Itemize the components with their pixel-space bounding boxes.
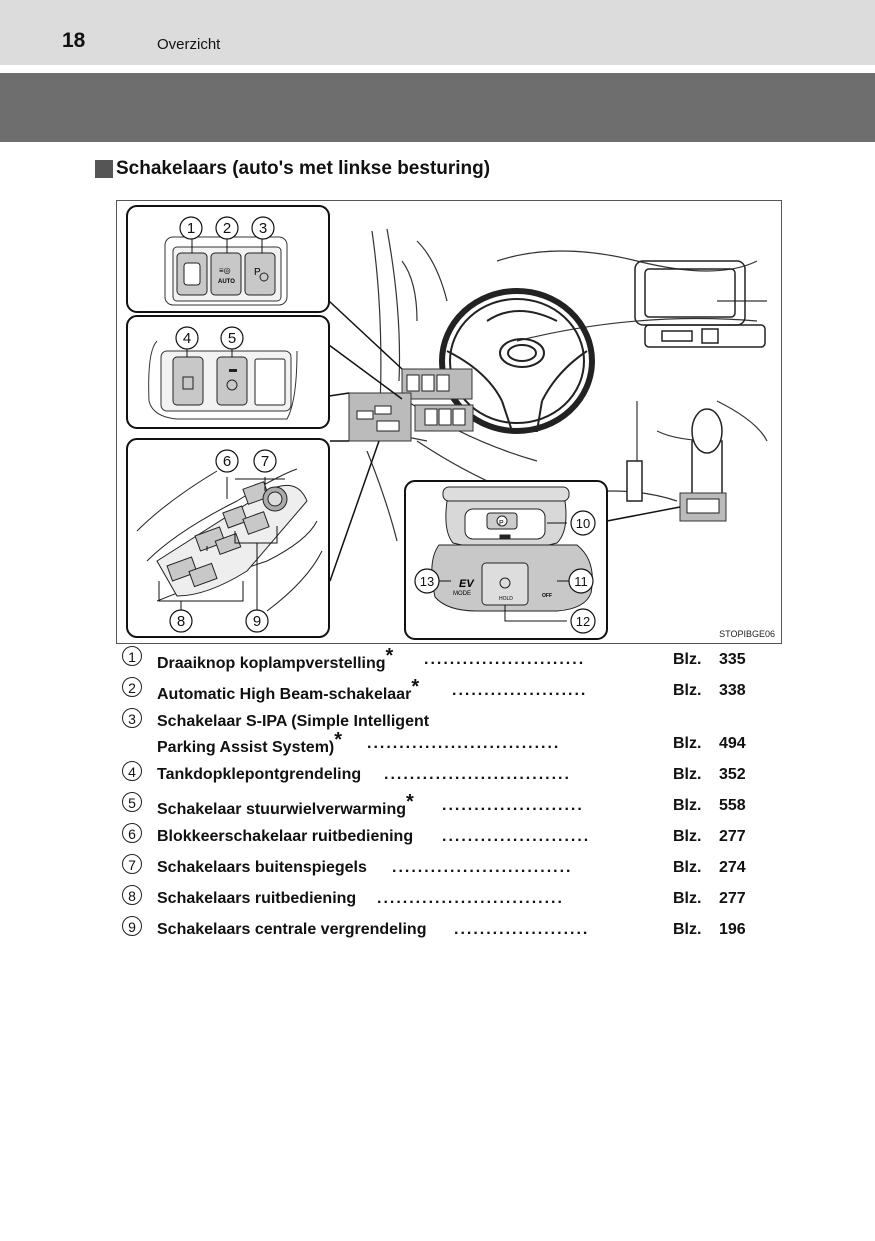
asterisk: * [411,676,420,698]
item-label: Schakelaar stuurwielverwarming [157,801,406,818]
page-ref-number: 338 [719,682,746,699]
panel2-switches [148,340,298,420]
center-display [634,260,766,348]
item-number: 5 [122,792,142,812]
header-bar [0,0,875,65]
figure-code: STOPIBGE06 [719,629,775,639]
page-ref-label: Blz. [673,890,702,907]
panel3-leader-lines [158,477,285,611]
lower-switch-group [424,408,466,426]
page-ref-label: Blz. [673,735,702,752]
heading-text: Schakelaars (auto's met linkse besturing… [116,158,491,179]
callout-circles [169,216,596,634]
item-number: 6 [122,823,142,843]
dash-switch-group [406,374,450,392]
page-ref-number: 277 [719,828,746,845]
gear-shifter [626,408,723,502]
callout-7: 7 [261,453,269,470]
item-label-line1: Schakelaar S-IPA (Simple Intelligent [157,713,430,730]
item-label: Schakelaars ruitbediening [157,890,357,907]
section-title: Overzicht [157,36,221,53]
page-ref-label: Blz. [673,682,702,699]
page-ref-number: 274 [719,859,746,876]
svg-text:≡◎: ≡◎ [219,266,231,275]
callout-5: 5 [228,330,236,347]
callout-13: 13 [420,574,434,589]
connector-lines [328,300,681,582]
item-label: Schakelaars centrale vergrendeling [157,921,427,938]
item-number: 3 [122,708,142,728]
item-label: Tankdopklepontgrendeling [157,766,362,783]
page-ref-number: 352 [719,766,746,783]
leader-dots: ..................... [452,682,588,699]
asterisk: * [334,729,343,751]
console-park-label: P [499,520,504,527]
page-number: 18 [62,29,86,52]
callout-1: 1 [187,220,195,237]
item-label: Automatic High Beam-schakelaar [157,686,412,703]
leader-dots: ............................ [392,859,573,876]
leader-dots: ..................... [454,921,590,938]
item-label: Blokkeerschakelaar ruitbediening [157,828,414,845]
leader-dots: ............................. [384,766,571,783]
leader-dots: ...................... [442,797,584,814]
illustration-svg: ≡◎ AUTO P [126,205,768,640]
callout-3: 3 [259,220,267,237]
item-number: 7 [122,854,142,874]
page-ref-number: 558 [719,797,746,814]
page-ref-number: 335 [719,651,746,668]
heading-square-icon [95,160,113,178]
leader-dots: ......................... [424,651,586,668]
callout-11: 11 [574,574,588,589]
divider [0,65,875,73]
page-ref-label: Blz. [673,797,702,814]
park-label: P [254,267,261,278]
door-switch-mini [356,405,400,432]
page-ref-number: 494 [719,735,746,752]
callout-2: 2 [223,220,231,237]
mode-label: MODE [453,591,471,597]
callout-12: 12 [576,614,590,629]
leader-dots: ....................... [442,828,591,845]
panel4-leader-lines [439,522,569,622]
page-ref-number: 277 [719,890,746,907]
item-label-line2: Parking Assist System) [157,739,335,756]
item-number: 1 [122,646,142,666]
leader-dots: ............................. [377,890,564,907]
auto-label: AUTO [218,279,235,285]
console-switches [431,486,593,612]
panel1-switches: ≡◎ AUTO P [164,236,288,306]
callout-6: 6 [223,453,231,470]
leader-dots: .............................. [367,735,561,752]
item-label: Draaiknop koplampverstelling [157,655,386,672]
callout-9: 9 [253,613,261,630]
page-ref-number: 196 [719,921,746,938]
item-number: 8 [122,885,142,905]
asterisk: * [385,645,394,667]
section-heading: Schakelaars (auto's met linkse besturing… [95,158,490,180]
switches-illustration: ≡◎ AUTO P [116,200,782,644]
page-ref-label: Blz. [673,828,702,845]
door-switch-panel [156,481,308,597]
item-number: 4 [122,761,142,781]
callout-numbers: 1 2 3 4 5 6 7 8 9 10 11 12 13 [177,220,590,630]
item-label: Schakelaars buitenspiegels [157,859,367,876]
page-ref-label: Blz. [673,921,702,938]
page-ref-label: Blz. [673,859,702,876]
callout-8: 8 [177,613,185,630]
item-number: 2 [122,677,142,697]
asterisk: * [406,791,414,813]
steering-wheel [439,288,595,434]
hold-label: HOLD [499,596,513,602]
chapter-band [0,73,875,142]
item-number: 9 [122,916,142,936]
callout-10: 10 [576,516,590,531]
page-ref-label: Blz. [673,766,702,783]
page-ref-label: Blz. [673,651,702,668]
callout-4: 4 [183,330,191,347]
off-label: OFF [542,593,552,599]
ev-label: EV [459,578,475,590]
